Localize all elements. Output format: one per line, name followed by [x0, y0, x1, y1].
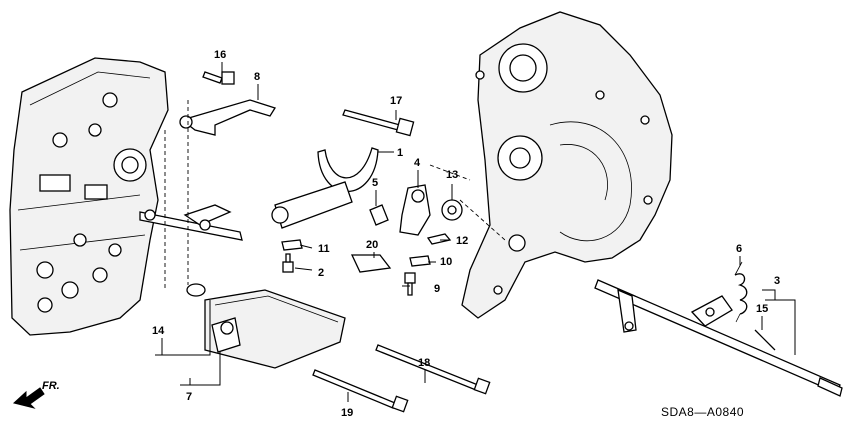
leader-lines	[155, 62, 796, 402]
callout-labels: 1 2 3 4 5 6 7 8 9 10 11 12 13 14 15 16 1…	[152, 49, 780, 419]
callout-15: 15	[756, 303, 768, 315]
callout-1: 1	[397, 147, 403, 159]
callout-20: 20	[366, 239, 378, 251]
callout-10: 10	[440, 256, 452, 268]
bearing	[441, 199, 463, 221]
return-spring	[734, 261, 748, 323]
oil-strainer	[204, 289, 346, 369]
callout-7: 7	[186, 391, 192, 403]
lock-washer	[409, 255, 431, 267]
valve-body	[9, 57, 243, 336]
front-arrow-icon	[12, 387, 45, 409]
shift-shaft-assembly	[594, 279, 843, 397]
callout-8: 8	[254, 71, 260, 83]
front-direction-indicator: FR.	[12, 380, 60, 409]
bolt-2	[282, 253, 294, 273]
front-label: FR.	[42, 380, 60, 392]
bolt-9	[404, 272, 416, 296]
set-plate	[350, 254, 392, 273]
o-ring	[186, 283, 206, 297]
transmission-housing	[429, 11, 673, 319]
callout-14: 14	[152, 325, 165, 337]
callout-3: 3	[774, 275, 780, 287]
washer-11	[281, 239, 303, 251]
long-bolt-17	[342, 109, 415, 137]
shift-fork	[271, 147, 379, 229]
callout-16: 16	[214, 49, 226, 61]
long-bolt-19	[312, 369, 409, 413]
clip	[426, 233, 452, 245]
callout-5: 5	[372, 177, 378, 189]
callout-11: 11	[318, 243, 330, 255]
diagram-code: SDA8—A0840	[661, 405, 744, 419]
bolt-16	[202, 71, 235, 85]
callout-18: 18	[418, 357, 430, 369]
callout-17: 17	[390, 95, 402, 107]
callout-12: 12	[456, 235, 468, 247]
bracket-8	[179, 99, 276, 136]
callout-6: 6	[736, 243, 742, 255]
shift-arm	[399, 184, 431, 236]
dowel-pin	[369, 204, 389, 226]
callout-13: 13	[446, 169, 458, 181]
callout-19: 19	[341, 407, 353, 419]
long-bolt-18	[375, 344, 491, 395]
callout-2: 2	[318, 267, 324, 279]
pin	[754, 329, 776, 351]
callout-9: 9	[434, 283, 440, 295]
callout-4: 4	[414, 157, 421, 169]
